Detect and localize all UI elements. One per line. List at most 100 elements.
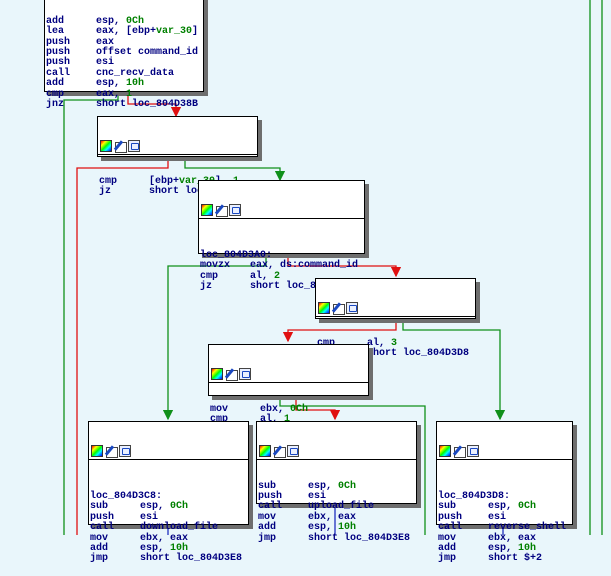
rename-icon[interactable]: [105, 445, 118, 458]
asm-operand[interactable]: ]: [192, 26, 199, 38]
asm-operand[interactable]: [ebp+: [149, 175, 180, 187]
group-icon[interactable]: [467, 444, 479, 457]
group-icon[interactable]: [229, 203, 241, 216]
asm-immediate[interactable]: 10h: [170, 542, 189, 554]
block-titlebar[interactable]: [89, 442, 248, 460]
group-icon[interactable]: [346, 301, 358, 314]
color-icon[interactable]: [91, 444, 103, 457]
block-titlebar[interactable]: [437, 442, 572, 460]
asm-operand[interactable]: esi: [488, 511, 507, 523]
block-titlebar[interactable]: [98, 137, 257, 155]
asm-operand[interactable]: esp,: [96, 78, 127, 90]
asm-immediate[interactable]: 0Ch: [338, 480, 357, 492]
asm-operand[interactable]: esp,: [488, 542, 519, 554]
rename-icon[interactable]: [273, 445, 286, 458]
asm-operand[interactable]: short loc_804D3D8: [367, 348, 470, 360]
asm-label[interactable]: loc_804D3A0:: [200, 250, 273, 262]
asm-variable[interactable]: var_30: [156, 26, 193, 38]
asm-operand[interactable]: esp,: [488, 501, 519, 513]
asm-label[interactable]: loc_804D3C8:: [90, 491, 163, 503]
color-icon[interactable]: [318, 301, 330, 314]
asm-operand[interactable]: short $+2: [488, 553, 543, 565]
asm-operand[interactable]: eax: [96, 36, 115, 48]
asm-immediate[interactable]: 0Ch: [170, 501, 189, 513]
code-block-cmp-var30[interactable]: cmp[ebp+var_30], 1jzshort loc_804D3A0: [97, 116, 258, 197]
asm-operand[interactable]: upload_file: [308, 501, 375, 513]
block-titlebar[interactable]: [316, 299, 475, 317]
asm-operand[interactable]: reverse_shell: [488, 522, 567, 534]
rename-icon[interactable]: [215, 204, 228, 217]
block-titlebar[interactable]: [209, 365, 368, 383]
rename-icon[interactable]: [114, 140, 127, 153]
asm-operand[interactable]: short loc_804D3E8: [140, 553, 243, 565]
asm-operand[interactable]: eax, ds:command_id: [250, 260, 359, 272]
asm-operand[interactable]: esp,: [140, 542, 171, 554]
asm-line[interactable]: loc_804D3A0:: [200, 250, 364, 262]
asm-immediate[interactable]: 10h: [518, 542, 537, 554]
asm-immediate[interactable]: 0Ch: [518, 501, 537, 513]
asm-line[interactable]: loc_804D3D8:: [438, 491, 572, 503]
block-titlebar[interactable]: [257, 442, 416, 460]
asm-line[interactable]: loc_804D3C8:: [90, 491, 248, 503]
asm-label[interactable]: loc_804D3D8:: [438, 491, 511, 503]
asm-operand[interactable]: esp,: [96, 15, 127, 27]
asm-operand[interactable]: al,: [260, 414, 285, 426]
group-icon[interactable]: [128, 139, 140, 152]
asm-operand[interactable]: al,: [250, 270, 275, 282]
block-titlebar[interactable]: [199, 201, 364, 219]
asm-operand[interactable]: ebx, eax: [488, 532, 537, 544]
asm-operand[interactable]: ebx, eax: [140, 532, 189, 544]
asm-immediate[interactable]: 0Ch: [290, 403, 309, 415]
asm-operand[interactable]: ebx,: [260, 403, 291, 415]
color-icon[interactable]: [211, 367, 223, 380]
asm-immediate[interactable]: 0Ch: [126, 15, 145, 27]
group-icon[interactable]: [287, 444, 299, 457]
asm-immediate[interactable]: 10h: [126, 78, 145, 90]
group-icon[interactable]: [239, 367, 251, 380]
asm-operand[interactable]: eax, [ebp+: [96, 26, 157, 38]
asm-operand[interactable]: al,: [367, 337, 392, 349]
asm-immediate[interactable]: 2: [274, 270, 281, 282]
asm-variable[interactable]: var_30: [179, 176, 215, 187]
asm-operand[interactable]: offset command_id: [96, 46, 199, 58]
asm-immediate[interactable]: 3: [391, 337, 398, 349]
asm-operand[interactable]: esp,: [308, 522, 339, 534]
asm-operand[interactable]: eax,: [96, 88, 127, 100]
asm-operand[interactable]: cnc_recv_data: [96, 67, 175, 79]
color-icon[interactable]: [201, 203, 213, 216]
asm-operand[interactable]: short loc_804D3E8: [308, 532, 411, 544]
color-icon[interactable]: [259, 444, 271, 457]
asm-operand[interactable]: esi: [96, 57, 115, 69]
asm-operand[interactable]: esi: [140, 511, 159, 523]
asm-operand[interactable]: esi: [308, 491, 327, 503]
